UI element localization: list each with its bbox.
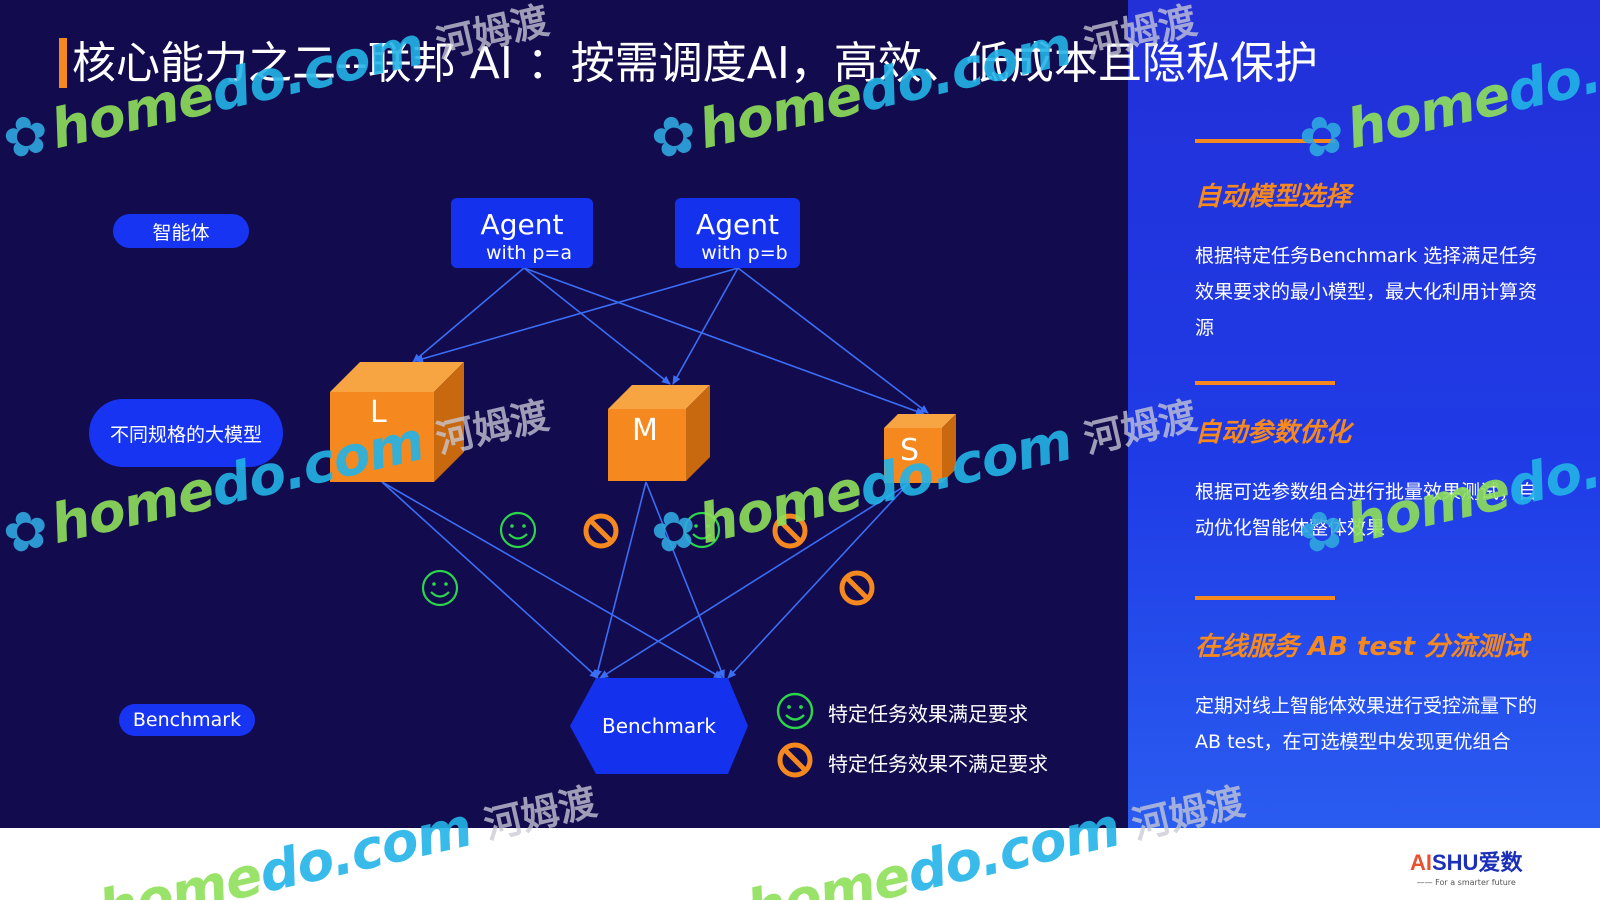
edge-s-to-benchmark-left <box>599 483 909 679</box>
agent-a-name: Agent <box>480 208 564 241</box>
edge-agent-b-to-l <box>414 267 739 363</box>
title-accent-bar <box>59 38 67 88</box>
brand-tagline: —— For a smarter future <box>1416 878 1516 887</box>
legend-not-satisfied-label: 特定任务效果不满足要求 <box>828 752 1048 776</box>
model-cube-l <box>330 362 464 482</box>
legend-smile-icon <box>776 692 814 730</box>
feature-title-param-optimization: 自动参数优化 <box>1195 418 1352 448</box>
brand-name: AISHU爱数 <box>1410 845 1522 877</box>
model-m-label: M <box>632 413 658 448</box>
smile-icon <box>421 569 459 607</box>
no-icon <box>772 513 808 549</box>
agent-a-param: with p=a <box>486 242 572 264</box>
benchmark-node-label: Benchmark <box>602 714 716 738</box>
edge-l-to-benchmark-right <box>381 481 723 679</box>
edge-agent-a-to-l <box>412 267 525 363</box>
feature-desc-ab-test: 定期对线上智能体效果进行受控流量下的 AB test，在可选模型中发现更优组合 <box>1195 695 1538 753</box>
row-label-models: 不同规格的大模型 <box>89 399 283 467</box>
footer <box>0 828 1600 900</box>
page-title: 核心能力之二--联邦 AI ：按需调度AI，高效、低成本且隐私保护 <box>72 38 1318 89</box>
feature-title-model-selection: 自动模型选择 <box>1195 182 1352 212</box>
edge-l-to-benchmark-left <box>381 481 599 679</box>
model-l-label: L <box>370 395 387 430</box>
federation-diagram <box>330 267 956 778</box>
agent-node-b: Agent with p=b <box>675 198 800 268</box>
feature-desc-param-optimization: 根据可选参数组合进行批量效果测试，自动优化智能体整体效果 <box>1195 481 1538 539</box>
edge-m-to-benchmark-left <box>594 481 647 679</box>
feature-title-ab-test: 在线服务 AB test 分流测试 <box>1195 632 1529 662</box>
edge-agent-b-to-s <box>737 267 929 414</box>
model-cube-m <box>608 385 710 481</box>
feature-divider <box>1195 139 1335 143</box>
no-icon <box>583 513 619 549</box>
model-cube-s <box>884 414 956 483</box>
model-to-benchmark-edges <box>381 481 909 679</box>
no-icon <box>839 570 875 606</box>
feature-divider <box>1195 381 1335 385</box>
row-label-benchmark: Benchmark <box>119 704 255 736</box>
edge-m-to-benchmark-right <box>645 481 725 679</box>
smile-icon <box>499 511 537 549</box>
benchmark-hexagon <box>570 678 748 774</box>
row-label-agents: 智能体 <box>113 214 249 248</box>
brand-name-rest: SHU爱数 <box>1432 850 1523 875</box>
edge-s-to-benchmark-right <box>727 483 909 679</box>
aishu-logo: AISHU爱数 —— For a smarter future <box>1410 845 1522 887</box>
agent-b-param: with p=b <box>701 242 788 264</box>
edge-agent-b-to-m <box>672 267 739 385</box>
agent-b-name: Agent <box>696 208 779 241</box>
edge-agent-a-to-s <box>523 267 925 416</box>
features-panel <box>1128 0 1600 828</box>
agent-node-a: Agent with p=a <box>451 198 593 268</box>
brand-name-ai: AI <box>1410 850 1432 875</box>
agent-to-model-edges <box>412 267 929 416</box>
legend-satisfied-label: 特定任务效果满足要求 <box>828 702 1028 726</box>
model-s-label: S <box>900 433 920 468</box>
feature-divider <box>1195 596 1335 600</box>
edge-agent-a-to-m <box>523 267 671 385</box>
smile-icon <box>683 511 721 549</box>
feature-desc-model-selection: 根据特定任务Benchmark 选择满足任务效果要求的最小模型，最大化利用计算资… <box>1195 245 1538 339</box>
legend-no-icon <box>777 742 813 778</box>
